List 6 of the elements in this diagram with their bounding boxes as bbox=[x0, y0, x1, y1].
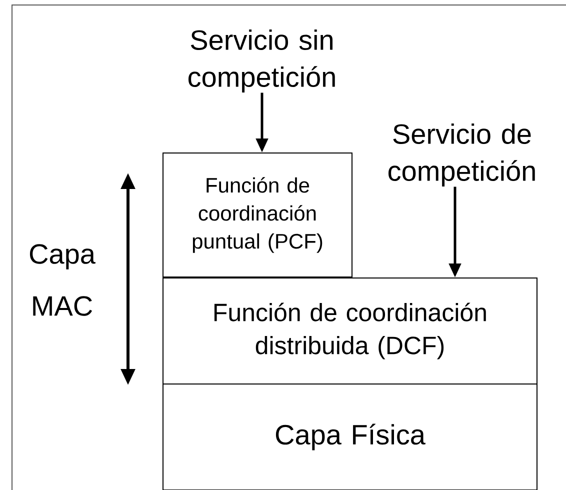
layer-label: Capa MAC bbox=[30, 244, 96, 316]
service-text: Servicio sin competición bbox=[188, 29, 335, 93]
layer-box: Capa Física bbox=[162, 384, 538, 490]
service-text: Servicio de competición bbox=[388, 123, 535, 187]
function-box: Función de coordinación puntual (PCF) bbox=[162, 152, 352, 278]
function-box: Función de coordinación distribuida (DCF) bbox=[162, 278, 538, 384]
